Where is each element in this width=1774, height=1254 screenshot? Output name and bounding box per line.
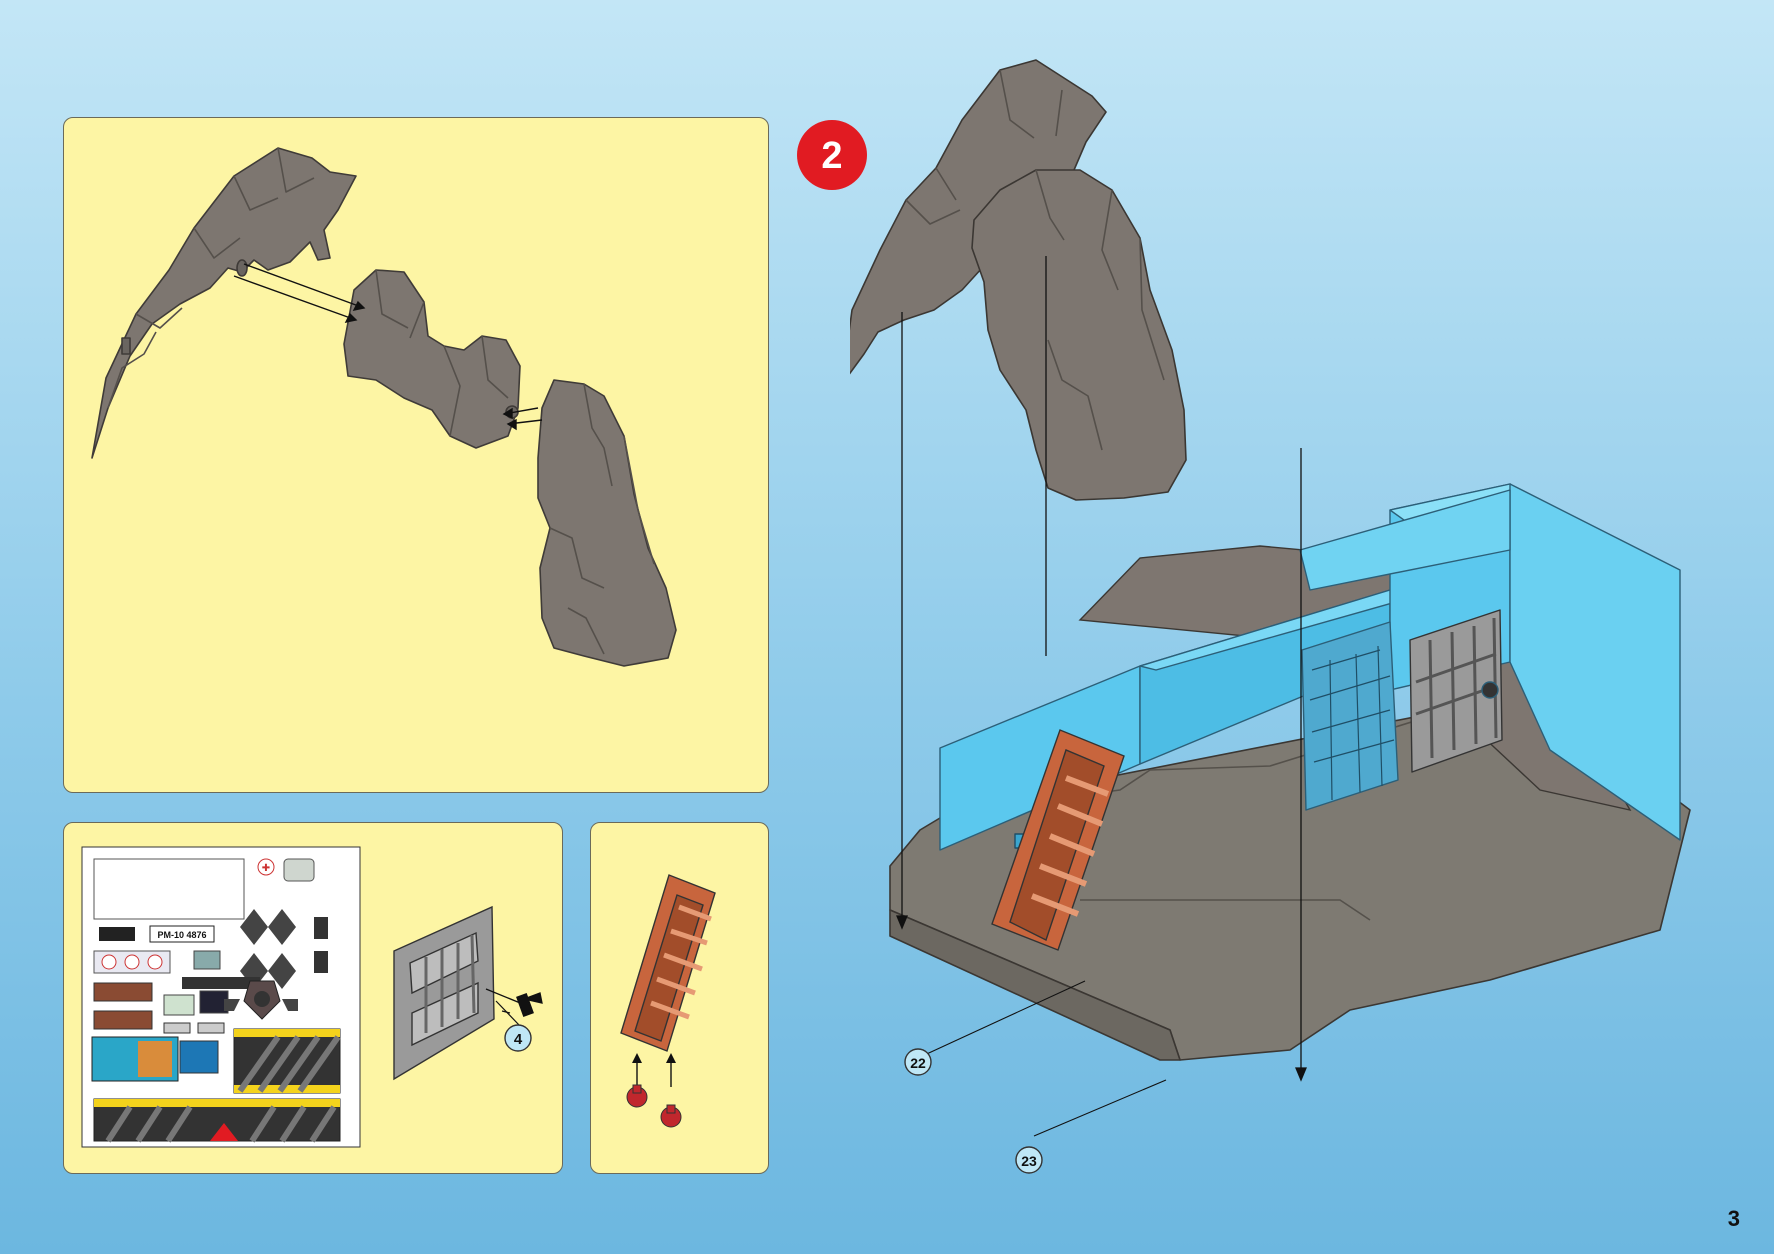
step-number: 2 <box>821 135 842 177</box>
sticker-panel: ✚ PM-10 4876 <box>63 822 563 1174</box>
cave-walls <box>939 483 1681 851</box>
ladder-installed <box>991 729 1125 951</box>
callout-base-front: 22 <box>904 1048 932 1076</box>
rock-piece-left <box>91 147 357 459</box>
ladder-pegs <box>626 1053 682 1128</box>
callout-base-side-text: 23 <box>1021 1153 1037 1169</box>
rock-piece-right <box>537 379 677 667</box>
rock-assembly-panel <box>63 117 769 793</box>
cell-gate <box>393 905 495 1081</box>
sticker-and-gate-illustration: ✚ PM-10 4876 <box>81 846 543 1148</box>
page-number: 3 <box>1727 1206 1740 1231</box>
callout-detail-text: 4 <box>514 1031 523 1048</box>
main-assembly-illustration: 22 23 <box>850 59 1691 1174</box>
guide-lines <box>896 256 1307 1082</box>
rock-piece-middle <box>343 269 521 449</box>
plate-text: PM-10 4876 <box>157 930 206 940</box>
callout-base-side: 23 <box>1015 1146 1043 1174</box>
ladder-panel <box>590 822 769 1174</box>
hazard-sticker-large <box>93 1098 341 1143</box>
plate-sticker <box>149 925 215 943</box>
hazard-sticker-small <box>233 1028 341 1094</box>
rock-arch-installed <box>850 59 1187 501</box>
step-badge: 2 <box>797 120 867 190</box>
svg-text:✚: ✚ <box>262 863 270 874</box>
ladder-illustration <box>620 874 716 1128</box>
callout-base-front-text: 22 <box>910 1055 926 1071</box>
rock-assembly-illustration <box>91 147 677 667</box>
callout-detail: 4 <box>504 1024 532 1052</box>
